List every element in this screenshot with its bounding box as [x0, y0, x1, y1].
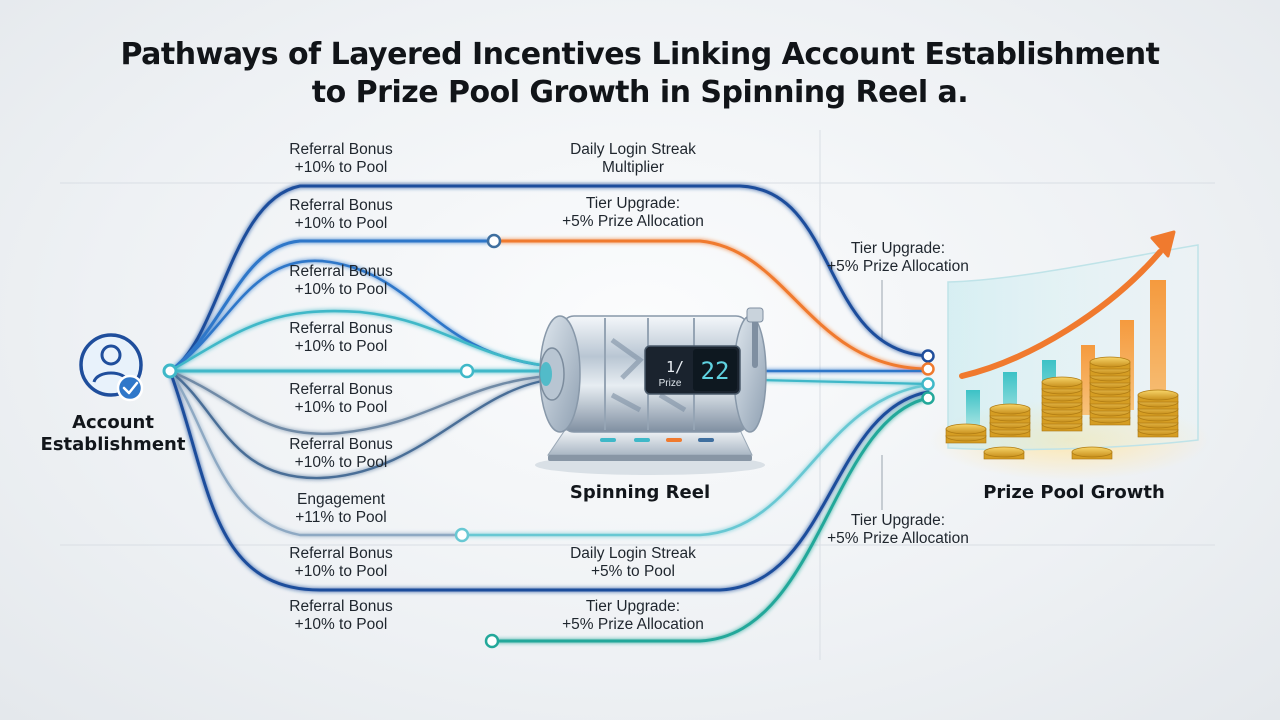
title-line-2: to Prize Pool Growth in Spinning Reel a. — [311, 75, 969, 110]
pathway-daily-login-bottom — [168, 369, 930, 592]
incentive-label: Referral Bonus+10% to Pool — [289, 141, 393, 176]
junction-dot — [459, 363, 475, 379]
user-check-icon — [79, 333, 144, 402]
pathway-referral-mid-upper — [168, 259, 550, 373]
prize-pool-growth-label: Prize Pool Growth — [983, 482, 1165, 503]
gold-coin-face — [989, 403, 1031, 415]
pathway-tier-upgrade-bottom — [490, 396, 930, 643]
reel-display-caption: Prize — [659, 378, 682, 389]
junction-dot — [921, 377, 935, 391]
gold-coin-face — [1071, 446, 1113, 458]
junction-dot — [162, 363, 178, 379]
spinning-reel-machine — [535, 307, 767, 475]
pathway-referral-top — [168, 184, 930, 373]
junction-dot — [486, 233, 502, 249]
pathway-referral-teal-upper — [168, 309, 550, 373]
gold-coin-face — [1089, 356, 1131, 368]
gold-coin-face — [1041, 376, 1083, 388]
reel-display-right: 22 — [701, 357, 730, 385]
incentive-label: Referral Bonus+10% to Pool — [289, 197, 393, 232]
junction-dot — [921, 362, 935, 376]
spinning-reel-label: Spinning Reel — [569, 482, 711, 503]
pathway-tier-upgrade-orange-segment — [492, 239, 930, 371]
pathway-reel-to-pool-teal — [758, 378, 930, 386]
incentive-label: Referral Bonus+10% to Pool — [289, 598, 393, 633]
junction-dot — [454, 527, 470, 543]
incentive-label: Referral Bonus+10% to Pool — [289, 545, 393, 580]
junction-dot — [921, 349, 935, 363]
title-line-1: Pathways of Layered Incentives Linking A… — [120, 37, 1160, 72]
incentive-label: Tier Upgrade:+5% Prize Allocation — [562, 195, 704, 230]
pathway-engagement — [168, 369, 464, 537]
pathway-referral-mid-lower — [168, 369, 550, 435]
junction-dot — [484, 633, 500, 649]
incentive-label: Tier Upgrade:+5% Prize Allocation — [562, 598, 704, 633]
gold-coin-face — [945, 423, 987, 435]
diagram-title: Pathways of Layered Incentives Linking A… — [0, 36, 1280, 112]
pathways — [168, 184, 930, 643]
growth-bar — [1150, 280, 1166, 420]
growth-bar — [966, 390, 980, 428]
incentive-label: Referral Bonus+10% to Pool — [289, 320, 393, 355]
incentive-label: Referral Bonus+10% to Pool — [289, 436, 393, 471]
junction-dot — [921, 391, 935, 405]
incentive-label: Tier Upgrade:+5% Prize Allocation — [827, 240, 969, 275]
incentive-label: Referral Bonus+10% to Pool — [289, 263, 393, 298]
incentive-label: Daily Login Streak+5% to Pool — [570, 545, 696, 580]
gold-coin-face — [1137, 389, 1179, 401]
reel-display-left: 1/ — [666, 358, 684, 376]
pathway-engagement-segment — [460, 383, 930, 537]
pathway-referral-lower — [168, 369, 550, 480]
coin-stacks — [945, 356, 1179, 460]
incentive-label: Engagement+11% to Pool — [295, 491, 387, 526]
incentive-label: Tier Upgrade:+5% Prize Allocation — [827, 512, 969, 547]
pathway-tier-upgrade-orange — [168, 239, 496, 373]
account-establishment-label: Account Establishment — [40, 412, 186, 455]
gold-coin-face — [983, 446, 1025, 458]
incentive-label: Referral Bonus+10% to Pool — [289, 381, 393, 416]
junction-dots — [162, 233, 935, 649]
guide-lines — [60, 130, 1215, 660]
